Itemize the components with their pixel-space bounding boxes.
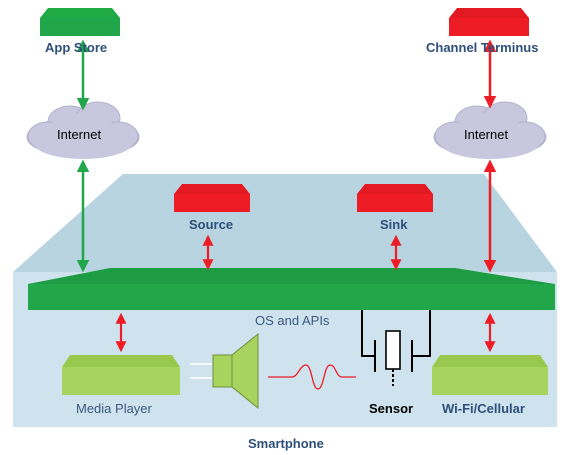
app-store-device: [40, 8, 120, 36]
internet-cloud-right-icon: [433, 101, 547, 159]
smartphone-panel-top: [13, 174, 557, 272]
source-label: Source: [189, 217, 234, 232]
internet-left-label: Internet: [57, 127, 102, 142]
os-and-apis-bar: [28, 268, 555, 310]
internet-cloud-left-icon: [26, 101, 140, 159]
speaker-icon: [190, 332, 259, 410]
sink-device: [357, 184, 433, 212]
source-device: [174, 184, 250, 212]
app-store-label: App Store: [45, 40, 108, 55]
os-and-apis-label: OS and APIs: [255, 313, 330, 328]
sink-label: Sink: [380, 217, 408, 232]
wifi-cellular-device: [432, 355, 548, 395]
smartphone-label: Smartphone: [248, 436, 324, 451]
sensor-label: Sensor: [369, 401, 414, 416]
wifi-cellular-label: Wi-Fi/Cellular: [442, 401, 525, 416]
internet-right-label: Internet: [464, 127, 509, 142]
media-player-device: [62, 355, 180, 395]
sensor-icon: [361, 310, 431, 386]
channel-terminus-device: [449, 8, 529, 36]
channel-terminus-label: Channel Terminus: [426, 40, 539, 55]
sound-wave-icon: [268, 364, 356, 390]
media-player-label: Media Player: [76, 401, 152, 416]
